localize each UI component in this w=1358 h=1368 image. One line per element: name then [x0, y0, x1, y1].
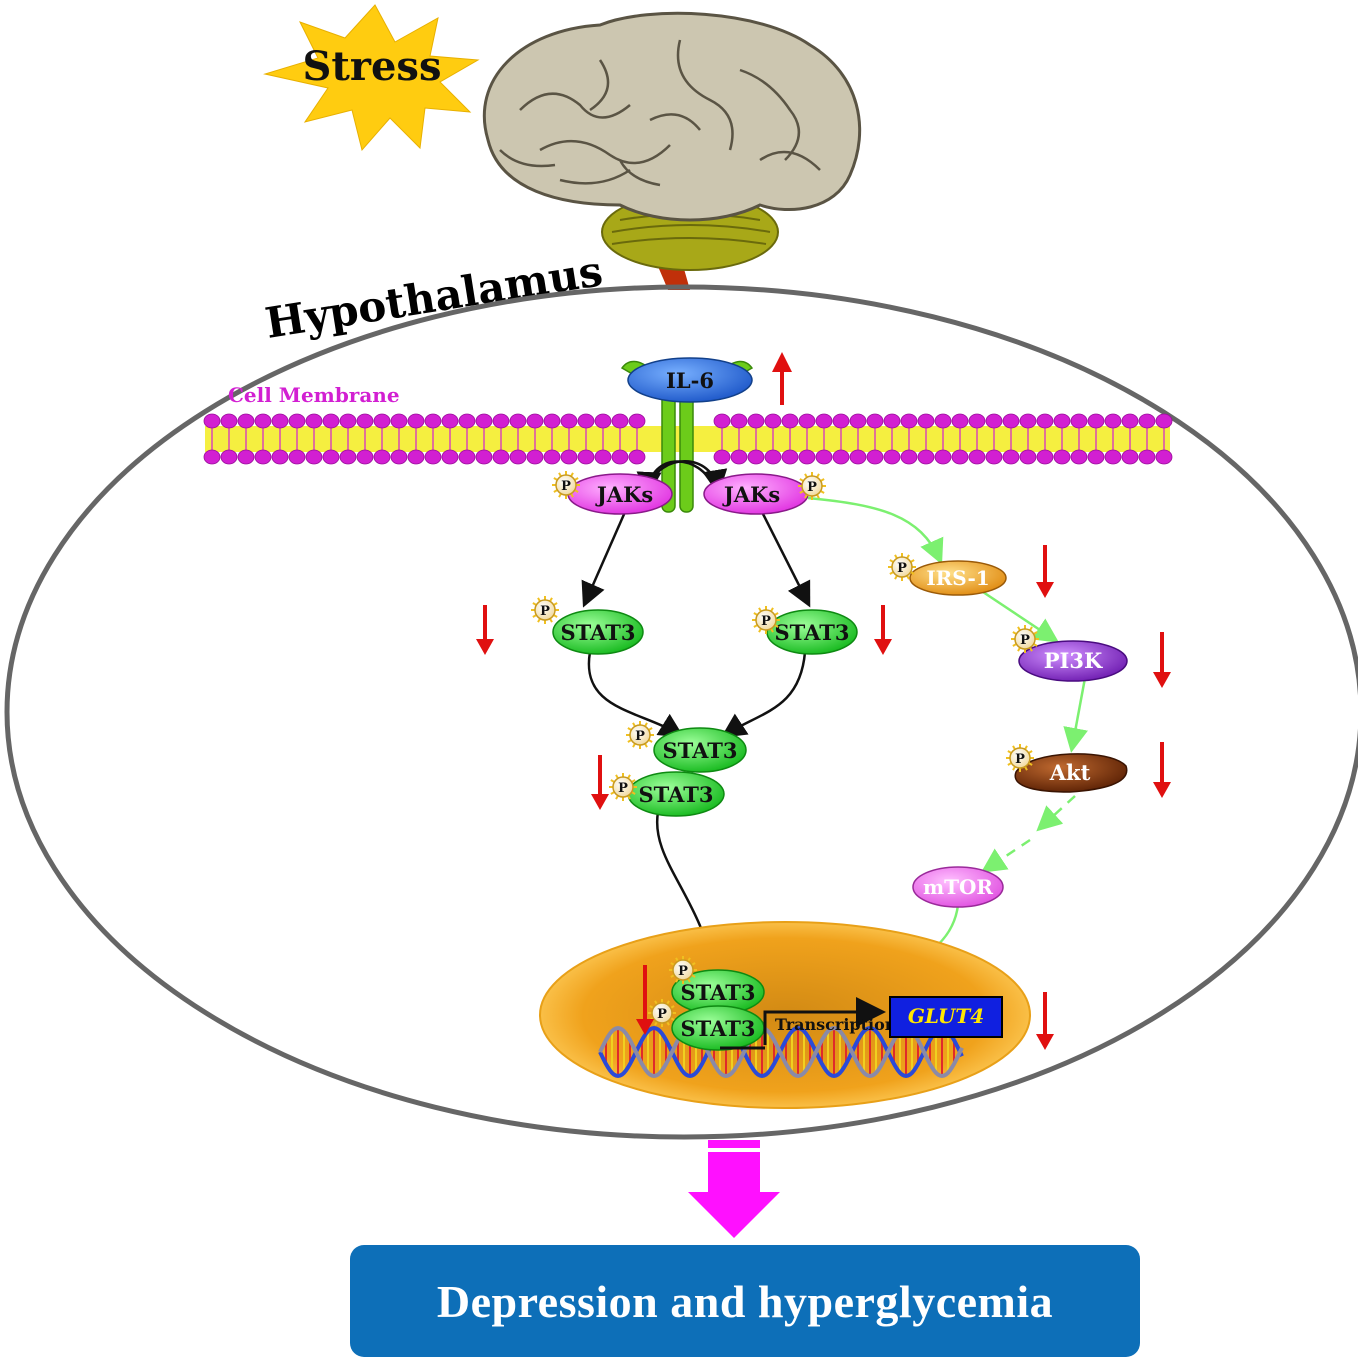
up-arrow — [772, 352, 792, 405]
outcome-box: Depression and hyperglycemia — [350, 1245, 1140, 1357]
stat3-dimer-bottom-label: STAT3 — [638, 782, 713, 807]
svg-text:P: P — [678, 964, 688, 979]
p-badge-jaks-right: P — [798, 472, 826, 500]
svg-text:P: P — [807, 480, 817, 495]
nucleus — [539, 921, 1031, 1109]
p-badge-nuc-bottom: P — [648, 999, 676, 1027]
stat3-dimer-top-node — [653, 727, 747, 773]
svg-text:P: P — [561, 479, 571, 494]
stat3-left-label: STAT3 — [560, 620, 635, 645]
svg-text:P: P — [618, 781, 628, 796]
p-badge-stat3-left: P — [531, 596, 559, 624]
svg-text:P: P — [1020, 633, 1030, 648]
transcription-label: Transcription — [775, 1015, 897, 1034]
p-badge-akt: P — [1006, 744, 1034, 772]
stat3-right-label: STAT3 — [774, 620, 849, 645]
down-arrow-glut4 — [1036, 992, 1054, 1050]
irs1-label: IRS-1 — [926, 566, 989, 590]
p-badge-jaks-left: P — [552, 471, 580, 499]
pi3k-node — [1018, 640, 1128, 682]
outcome-label: Depression and hyperglycemia — [436, 1275, 1054, 1327]
mtor-node — [912, 866, 1004, 908]
jaks-right-label: JAKs — [722, 482, 780, 507]
p-badge-dimer-bottom: P — [609, 773, 637, 801]
stat3-left-node — [552, 609, 644, 655]
brain-icon — [482, 11, 862, 290]
glut4-label: GLUT4 — [908, 1004, 984, 1028]
stress-burst-icon — [263, 4, 480, 152]
pi3k-label: PI3K — [1044, 648, 1103, 673]
p-badge-stat3-right: P — [752, 606, 780, 634]
stress-label: Stress — [303, 43, 442, 90]
svg-text:P: P — [761, 614, 771, 629]
stat3-dimer-top-label: STAT3 — [662, 738, 737, 763]
p-badge-irs1: P — [888, 553, 916, 581]
irs1-node — [909, 560, 1007, 596]
down-arrow-stat3-right — [874, 605, 892, 655]
outcome-arrow — [688, 1140, 780, 1238]
svg-text:P: P — [540, 604, 550, 619]
down-arrow-pi3k — [1153, 632, 1171, 688]
mtor-label: mTOR — [923, 875, 993, 899]
down-arrow-irs1 — [1036, 545, 1054, 598]
glut4-box — [889, 996, 1003, 1038]
akt-label: Akt — [1049, 760, 1091, 785]
nuc-stat3-bottom-label: STAT3 — [680, 1016, 755, 1041]
p-badge-dimer-top: P — [626, 721, 654, 749]
p-badge-nuc-top: P — [669, 956, 697, 984]
il6-node — [627, 357, 753, 403]
svg-text:P: P — [1015, 752, 1025, 767]
p-badge-pi3k: P — [1011, 625, 1039, 653]
down-arrow-akt — [1153, 742, 1171, 798]
akt-node — [1014, 753, 1128, 793]
membrane-label: Cell Membrane — [228, 383, 400, 407]
down-arrow-stat3-left — [476, 605, 494, 655]
down-arrow-dimer — [591, 755, 609, 810]
cell-outline — [4, 284, 1358, 1140]
jaks-left-label: JAKs — [595, 482, 653, 507]
down-arrow-nucleus — [636, 965, 654, 1035]
nuc-stat3-top-label: STAT3 — [680, 980, 755, 1005]
il6-label: IL-6 — [666, 368, 714, 393]
svg-text:P: P — [657, 1007, 667, 1022]
svg-text:P: P — [635, 729, 645, 744]
svg-text:P: P — [897, 561, 907, 576]
